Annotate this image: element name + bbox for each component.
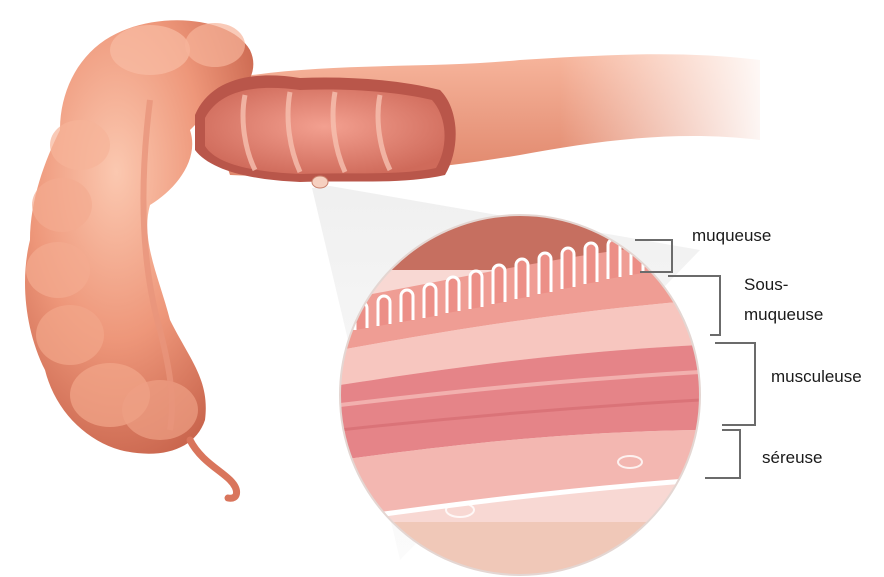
sample-marker	[312, 176, 328, 188]
bracket-sereuse	[705, 430, 740, 478]
label-sous-muqueuse: Sous- muqueuse	[744, 270, 823, 330]
lumen-cutaway	[195, 75, 456, 182]
bracket-musculeuse	[715, 343, 755, 425]
label-sous-muqueuse-line1: Sous-	[744, 270, 823, 300]
label-muqueuse: muqueuse	[692, 225, 771, 247]
label-sous-muqueuse-line2: muqueuse	[744, 300, 823, 330]
label-musculeuse: musculeuse	[771, 366, 862, 388]
label-sereuse: séreuse	[762, 447, 822, 469]
